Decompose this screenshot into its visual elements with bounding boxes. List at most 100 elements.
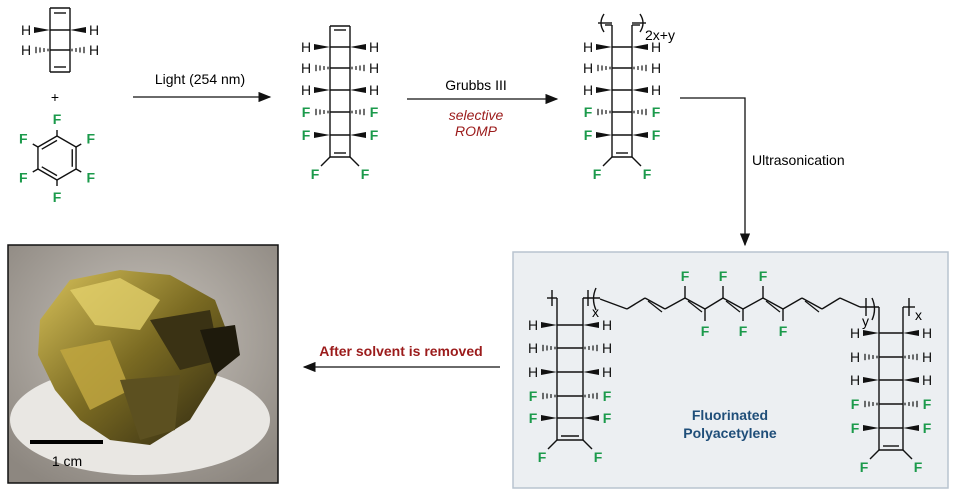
romp-label: ROMP bbox=[455, 123, 498, 139]
wedge-bond bbox=[70, 27, 86, 33]
fluorine-atom: F bbox=[643, 166, 652, 182]
hydrogen-atom: H bbox=[301, 82, 311, 98]
wedge-bond bbox=[34, 27, 50, 33]
fluorine-atom: F bbox=[851, 396, 860, 412]
wedge-bond bbox=[632, 132, 648, 138]
bond bbox=[839, 297, 861, 308]
bracket bbox=[871, 297, 876, 321]
fluorine-atom: F bbox=[538, 449, 547, 465]
hydrogen-atom: H bbox=[369, 39, 379, 55]
fluorine-atom: F bbox=[19, 131, 28, 147]
fluorine-atom: F bbox=[603, 388, 612, 404]
wedge-bond bbox=[583, 369, 599, 375]
bond bbox=[821, 297, 841, 310]
wedge-bond bbox=[583, 322, 599, 328]
fluorine-atom: F bbox=[370, 127, 379, 143]
plus-sign: + bbox=[51, 89, 59, 105]
fluorine-atom: F bbox=[759, 268, 768, 284]
hydrogen-atom: H bbox=[651, 39, 661, 55]
polyene-chain: F F F F F F bbox=[599, 268, 861, 339]
hydrogen-atom: H bbox=[602, 340, 612, 356]
bond bbox=[547, 439, 558, 450]
fluorine-atom: F bbox=[594, 449, 603, 465]
hydrogen-atom: H bbox=[369, 82, 379, 98]
hydrogen-atom: H bbox=[922, 325, 932, 341]
hydrogen-atom: H bbox=[528, 340, 538, 356]
hydrogen-atom: H bbox=[301, 60, 311, 76]
wedge-bond bbox=[903, 425, 919, 431]
hydrogen-atom: H bbox=[583, 82, 593, 98]
fluorine-atom: F bbox=[53, 189, 62, 205]
bracket bbox=[592, 287, 597, 311]
step2-label: Grubbs III bbox=[445, 77, 506, 93]
bond bbox=[32, 168, 39, 173]
fluorine-atom: F bbox=[860, 459, 869, 475]
bond bbox=[782, 297, 803, 310]
bond bbox=[762, 297, 784, 310]
bond bbox=[704, 297, 724, 310]
wedge-bond bbox=[350, 44, 366, 50]
fluorine-atom: F bbox=[652, 104, 661, 120]
hydrogen-atom: H bbox=[21, 42, 31, 58]
hydrogen-atom: H bbox=[369, 60, 379, 76]
wedge-bond bbox=[863, 425, 879, 431]
wedge-bond bbox=[903, 330, 919, 336]
bond bbox=[804, 300, 820, 313]
product-name-line1: Fluorinated bbox=[692, 407, 768, 423]
wedge-bond bbox=[632, 44, 648, 50]
fluorine-atom: F bbox=[739, 323, 748, 339]
hydrogen-atom: H bbox=[850, 325, 860, 341]
fluorine-atom: F bbox=[779, 323, 788, 339]
hydrogen-atom: H bbox=[528, 364, 538, 380]
bond bbox=[801, 297, 823, 310]
subscript-y: y bbox=[862, 313, 869, 329]
wedge-bond bbox=[314, 44, 330, 50]
bond bbox=[56, 135, 77, 148]
fluorine-atom: F bbox=[86, 131, 95, 147]
fluorine-atom: F bbox=[19, 170, 28, 186]
fluorine-atom: F bbox=[584, 127, 593, 143]
bond bbox=[725, 300, 741, 313]
bond bbox=[664, 297, 686, 310]
wedge-bond bbox=[541, 415, 557, 421]
bond bbox=[75, 143, 82, 148]
hydrogen-atom: H bbox=[583, 60, 593, 76]
bond bbox=[765, 300, 781, 313]
bond bbox=[626, 297, 646, 310]
hydrogen-atom: H bbox=[602, 317, 612, 333]
product-name-line2: Polyacetylene bbox=[683, 425, 777, 441]
wedge-bond bbox=[314, 87, 330, 93]
fluorine-atom: F bbox=[529, 410, 538, 426]
bond bbox=[37, 135, 58, 148]
bond bbox=[644, 297, 666, 310]
hydrogen-atom: H bbox=[922, 372, 932, 388]
arrow-ultrasonication bbox=[680, 97, 751, 247]
bond bbox=[75, 168, 82, 173]
hydrogen-atom: H bbox=[651, 60, 661, 76]
fluorine-atom: F bbox=[681, 268, 690, 284]
fluorine-atom: F bbox=[361, 166, 370, 182]
fluorine-atom: F bbox=[719, 268, 728, 284]
wedge-bond bbox=[632, 87, 648, 93]
bond bbox=[41, 166, 58, 177]
fluorine-atom: F bbox=[584, 104, 593, 120]
hydrogen-atom: H bbox=[850, 349, 860, 365]
fluorine-atom: F bbox=[652, 127, 661, 143]
fluorine-atom: F bbox=[701, 323, 710, 339]
fluorine-atom: F bbox=[529, 388, 538, 404]
bond bbox=[631, 156, 642, 167]
wedge-bond bbox=[596, 87, 612, 93]
bond bbox=[582, 439, 593, 450]
wedge-bond bbox=[863, 330, 879, 336]
polymer-film-photo: 1 cm bbox=[7, 244, 279, 484]
fluorine-atom: F bbox=[311, 166, 320, 182]
hydrogen-atom: H bbox=[301, 39, 311, 55]
bond bbox=[599, 298, 628, 310]
bond bbox=[687, 300, 703, 313]
hydrogen-atom: H bbox=[21, 22, 31, 38]
